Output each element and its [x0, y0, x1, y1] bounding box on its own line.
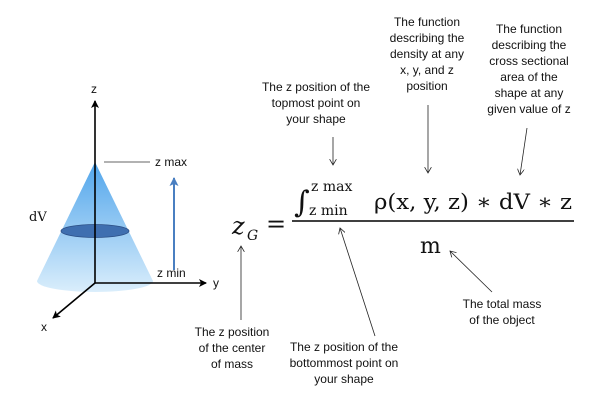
y-axis-label: y	[213, 276, 219, 290]
z-axis-label: z	[91, 82, 97, 96]
x-axis-label: x	[41, 320, 47, 334]
annotation-line: x, y, and z	[400, 63, 454, 77]
mass-annotation-arrow	[450, 251, 493, 293]
formula-lhs-subscript: G	[247, 228, 258, 244]
annotation-line: The function	[495, 22, 563, 36]
integral-sign: ∫	[294, 185, 310, 220]
annotation-line: The function	[393, 15, 461, 29]
annotation-line: describing the	[491, 38, 567, 52]
denominator: m	[420, 234, 441, 259]
annotation-line: your shape	[286, 112, 346, 126]
annotation-line: bottommost point on	[289, 356, 399, 370]
z-max-label: z max	[155, 155, 187, 169]
annotation-line: The z position	[194, 325, 270, 339]
annotation-line: your shape	[314, 372, 374, 386]
integrand: ρ(x, y, z) ∗ dV ∗ z	[374, 190, 572, 214]
annotation-line: of the center	[198, 341, 266, 355]
annotation-line: density at any	[389, 47, 465, 61]
annotation-line: cross sectional	[489, 54, 569, 68]
upper-limit: z max	[311, 179, 352, 195]
annotation-line: The total mass	[462, 297, 542, 311]
annotation-line: area of the	[500, 70, 558, 84]
annotation-line: topmost point on	[271, 96, 361, 110]
annotation-line: of the object	[469, 313, 535, 327]
x-axis	[52, 282, 96, 319]
center-annotation: The z position of the center of mass	[195, 324, 270, 372]
annotation-line: shape at any	[494, 86, 564, 100]
formula-lhs: z	[231, 212, 245, 240]
annotation-line: of mass	[210, 357, 253, 371]
lower-limit: z min	[309, 203, 348, 219]
zmax-annotation: The z position of the topmost point on y…	[262, 79, 370, 127]
annotation-line: position	[406, 79, 448, 93]
zmin-annotation-arrow	[340, 228, 376, 337]
density-annotation: The function describing the density at a…	[390, 14, 465, 94]
formula-equals: =	[266, 210, 286, 238]
zmin-annotation: The z position of the bottommost point o…	[290, 339, 399, 387]
area-annotation-arrow	[520, 127, 528, 175]
annotation-line: given value of z	[487, 102, 571, 116]
dv-label: dV	[29, 210, 47, 225]
z-min-label: z min	[157, 266, 186, 280]
annotation-line: The z position of the	[289, 340, 399, 354]
area-annotation: The function describing the cross sectio…	[487, 21, 570, 117]
annotation-line: describing the	[389, 31, 465, 45]
annotation-line: The z position of the	[261, 80, 371, 94]
mass-annotation: The total mass of the object	[463, 296, 542, 328]
